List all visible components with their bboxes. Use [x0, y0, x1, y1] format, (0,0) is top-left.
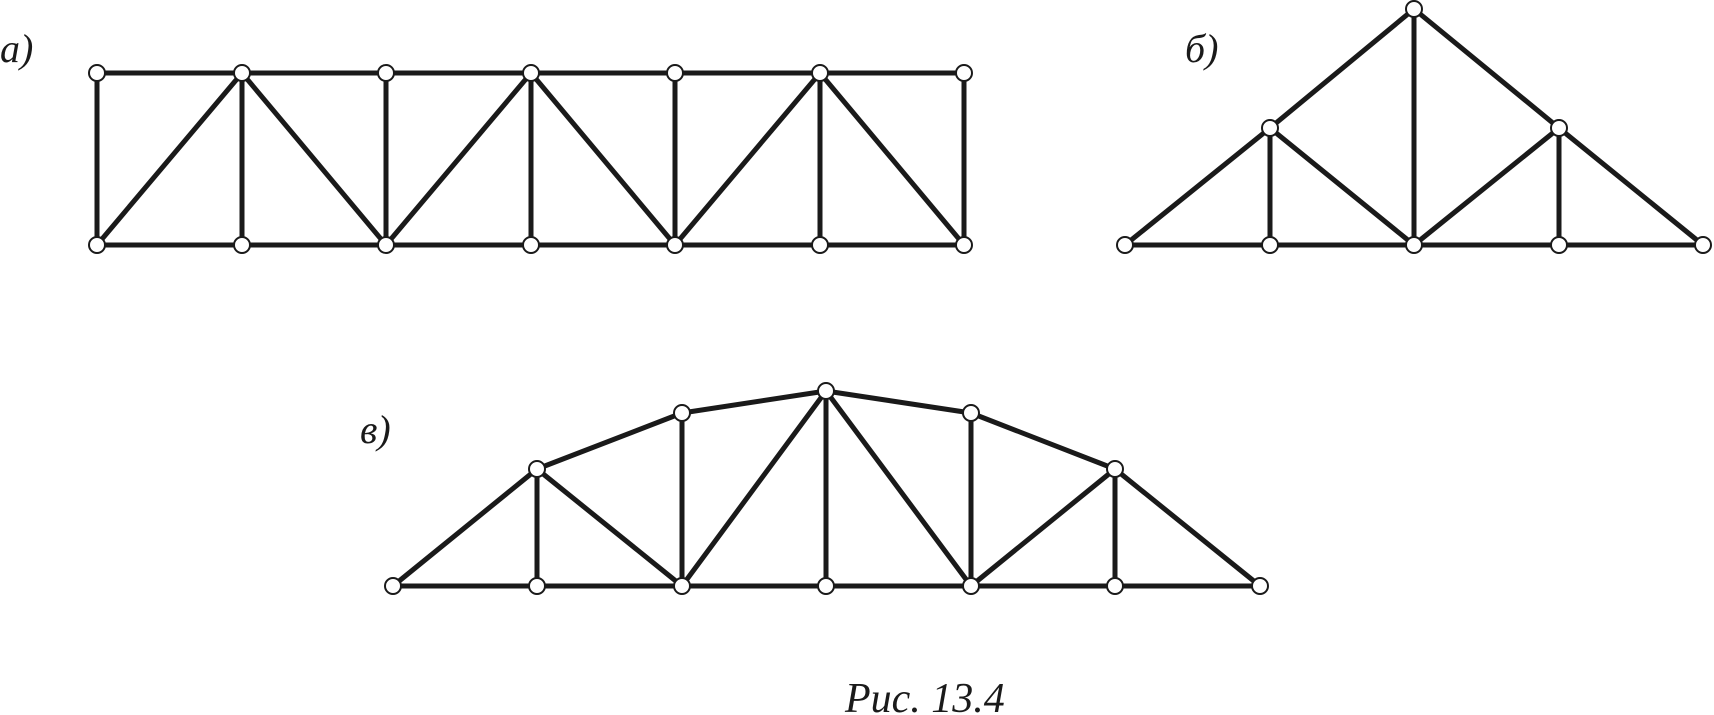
truss-b-bars	[1122, 6, 1706, 248]
truss-v-bar-T5-B6	[1112, 466, 1263, 589]
truss-b-joint-B2	[1405, 236, 1423, 254]
truss-a-bar-T5-B6	[817, 70, 967, 248]
truss-a-joint-T5	[811, 64, 829, 82]
truss-a-joint-B3	[522, 236, 540, 254]
truss-a-joint-B6	[955, 236, 973, 254]
truss-a-joint-T0	[88, 64, 106, 82]
truss-a-bar-B4-T5	[672, 70, 823, 248]
truss-b-joint-A	[1405, 0, 1423, 18]
truss-v-bar-B0-T1	[390, 466, 540, 589]
panel-label-v: в)	[360, 407, 391, 452]
truss-v-bar-T3-T4	[823, 388, 974, 416]
truss-a-bars	[94, 70, 967, 248]
truss-a-bar-T1-B2	[239, 70, 389, 248]
truss-v-joint-T5	[1106, 460, 1124, 478]
truss-v-joint-B1	[528, 577, 546, 595]
truss-v-bar-B2-T3	[679, 388, 829, 589]
truss-v-bar-T3-B4	[823, 388, 974, 589]
truss-v-bar-B4-T5	[968, 466, 1118, 589]
truss-b-bar-A-R	[1411, 6, 1562, 131]
truss-a-joint-B2	[377, 236, 395, 254]
truss-v-joint-T2	[673, 404, 691, 422]
truss-a-bar-T3-B4	[528, 70, 678, 248]
truss-b-joint-B0	[1116, 236, 1134, 254]
truss-a-joint-T2	[377, 64, 395, 82]
truss-b-joint-R	[1550, 119, 1568, 137]
truss-a-nodes	[88, 64, 973, 254]
panel-label-b: б)	[1185, 26, 1218, 71]
truss-v-bar-T4-T5	[968, 410, 1118, 472]
truss-v-bar-T1-T2	[534, 410, 685, 472]
truss-panel-a: а)	[0, 26, 973, 254]
panel-label-a: а)	[0, 26, 33, 71]
truss-a-joint-T3	[522, 64, 540, 82]
truss-b-bar-R-B4	[1556, 125, 1706, 248]
figure-caption: Рис. 13.4	[844, 676, 1005, 715]
truss-b-joint-B3	[1550, 236, 1568, 254]
truss-a-bar-B2-T3	[383, 70, 534, 248]
truss-v-bar-T2-T3	[679, 388, 829, 416]
truss-a-joint-T6	[955, 64, 973, 82]
truss-a-joint-B1	[233, 236, 251, 254]
truss-v-bars	[390, 388, 1263, 589]
truss-b-joint-B4	[1694, 236, 1712, 254]
truss-b-joint-L	[1261, 119, 1279, 137]
truss-a-joint-B5	[811, 236, 829, 254]
truss-v-joint-T3	[817, 382, 835, 400]
truss-v-joint-B3	[817, 577, 835, 595]
truss-b-nodes	[1116, 0, 1712, 254]
truss-v-bar-T1-B2	[534, 466, 685, 589]
truss-panel-b: б)	[1116, 0, 1712, 254]
truss-v-joint-B0	[384, 577, 402, 595]
truss-b-bar-L-B2	[1267, 125, 1417, 248]
truss-v-joint-T4	[962, 404, 980, 422]
truss-b-bar-B0-L	[1122, 125, 1273, 248]
truss-v-joint-T1	[528, 460, 546, 478]
truss-b-bar-L-A	[1267, 6, 1417, 131]
truss-a-joint-B0	[88, 236, 106, 254]
truss-a-joint-T1	[233, 64, 251, 82]
truss-v-joint-B2	[673, 577, 691, 595]
truss-v-nodes	[384, 382, 1269, 595]
truss-b-bar-R-B2	[1411, 125, 1562, 248]
truss-panel-v: в)	[360, 382, 1269, 595]
truss-a-bar-B0-T1	[94, 70, 245, 248]
truss-b-joint-B1	[1261, 236, 1279, 254]
truss-a-joint-B4	[666, 236, 684, 254]
truss-v-joint-B5	[1106, 577, 1124, 595]
truss-v-joint-B6	[1251, 577, 1269, 595]
truss-a-joint-T4	[666, 64, 684, 82]
truss-v-joint-B4	[962, 577, 980, 595]
